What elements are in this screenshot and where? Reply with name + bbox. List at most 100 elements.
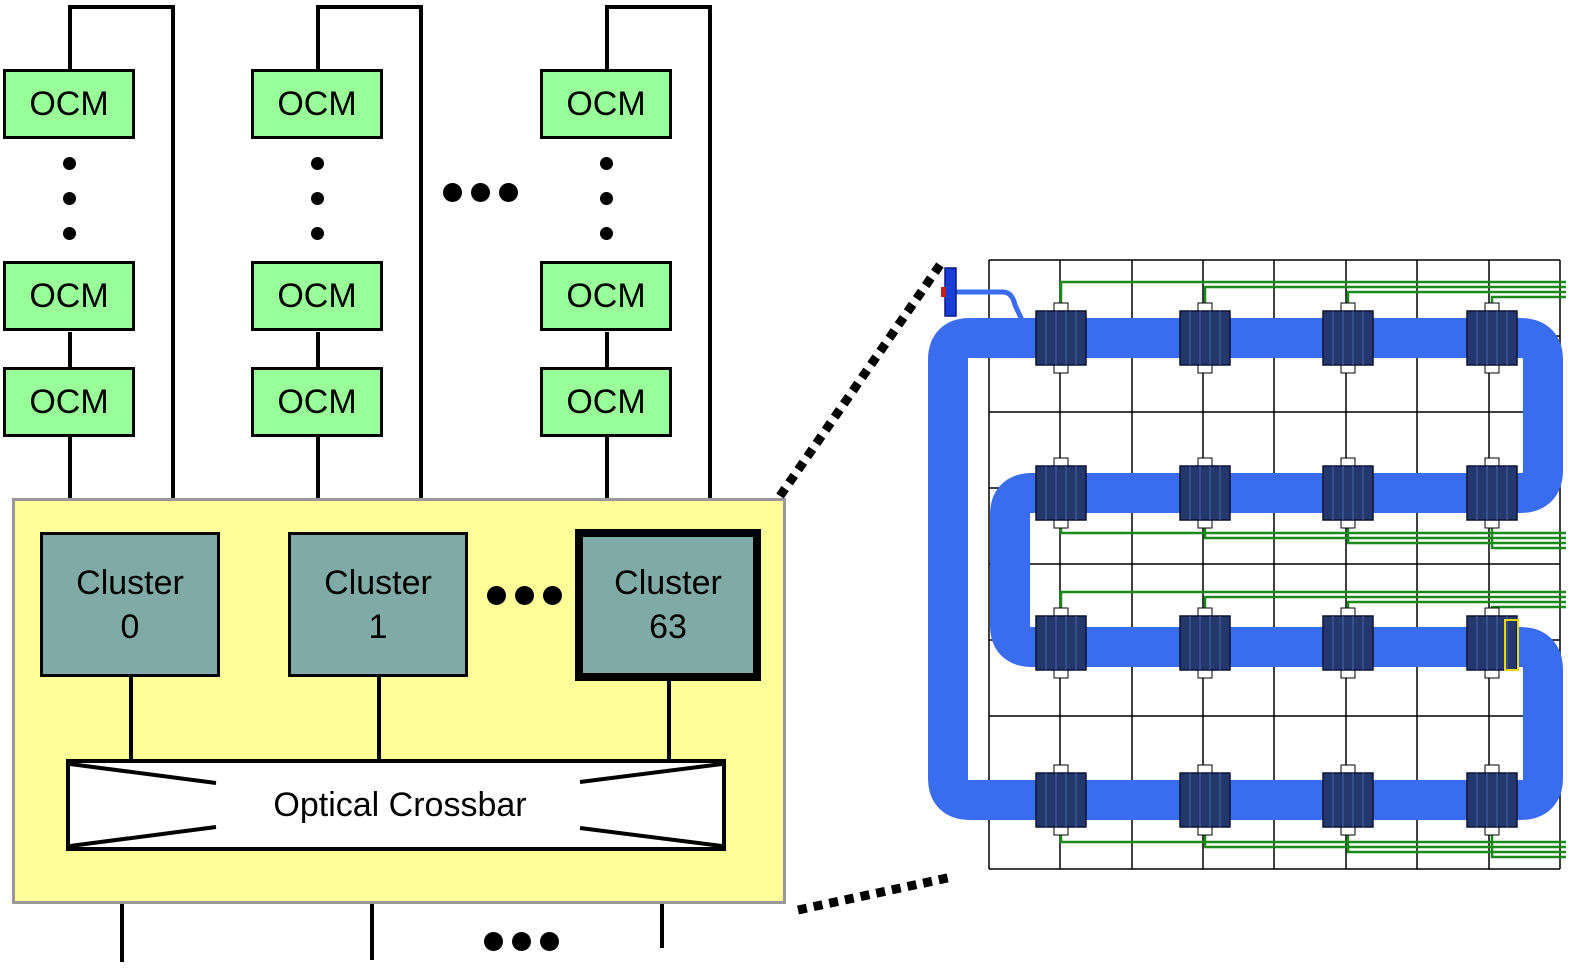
ring-pad — [1340, 302, 1356, 312]
waveguide-feed — [955, 289, 1025, 322]
control-trace — [1346, 600, 1566, 616]
cluster-block: Cluster 0 — [40, 532, 220, 677]
cluster-photonic-layout — [928, 259, 1566, 870]
ring-pad — [1484, 364, 1500, 374]
ring-pad — [1340, 519, 1356, 529]
ocm-wire — [605, 332, 609, 368]
control-trace — [1059, 280, 1566, 312]
ring-pad — [1340, 457, 1356, 467]
cluster-wire — [129, 675, 133, 762]
ocm-wire — [605, 5, 712, 9]
ellipsis-dot — [471, 183, 490, 202]
crossbar-taper — [69, 762, 217, 785]
ellipsis-dot — [540, 932, 559, 951]
ocm-module: OCM — [251, 367, 383, 437]
ellipsis-dot — [600, 192, 613, 205]
ring-pad — [1197, 669, 1213, 679]
ocm-wire — [316, 332, 320, 368]
ocm-wire — [316, 437, 320, 500]
ellipsis-dot — [600, 227, 613, 240]
ellipsis-dot — [443, 183, 462, 202]
ellipsis-dot — [484, 932, 503, 951]
ring-pad — [1053, 764, 1069, 774]
ring-resonator-bank — [1035, 310, 1087, 366]
ring-pad — [1053, 302, 1069, 312]
ring-resonator-bank — [1179, 310, 1231, 366]
ellipsis-dot — [600, 157, 613, 170]
ring-pad — [1197, 457, 1213, 467]
ocm-wire — [171, 5, 175, 500]
crossbar-label: Optical Crossbar — [273, 786, 527, 824]
ring-pad — [1197, 826, 1213, 836]
ring-resonator-bank — [1466, 772, 1518, 828]
ring-pad — [1340, 607, 1356, 617]
ring-resonator-bank — [1035, 465, 1087, 521]
highlight-marker — [1504, 619, 1519, 671]
ellipsis-dot — [543, 586, 562, 605]
ellipsis-dot — [499, 183, 518, 202]
ring-pad — [1340, 764, 1356, 774]
crossbar-taper — [579, 826, 723, 848]
ocm-wire — [419, 5, 423, 500]
cluster-wire — [377, 675, 381, 762]
ring-pad — [1197, 764, 1213, 774]
ocm-module: OCM — [3, 69, 135, 139]
io-wire — [120, 904, 124, 962]
ring-resonator-bank — [1466, 615, 1518, 671]
cluster-label: Cluster — [76, 563, 184, 602]
ring-resonator-bank — [1179, 615, 1231, 671]
ring-pad — [1197, 519, 1213, 529]
control-trace — [1490, 295, 1566, 312]
ring-pad — [1484, 302, 1500, 312]
grating-coupler — [944, 267, 957, 317]
ring-resonator-bank — [1035, 615, 1087, 671]
cluster-wire — [667, 675, 671, 762]
ellipsis-dot — [63, 227, 76, 240]
crossbar-taper — [579, 762, 723, 784]
ocm-wire — [68, 5, 175, 9]
ring-pad — [1340, 826, 1356, 836]
ocm-module: OCM — [251, 261, 383, 331]
ring-resonator-bank — [1322, 465, 1374, 521]
control-trace — [1490, 605, 1566, 616]
cluster-label: Cluster — [324, 563, 432, 602]
ring-pad — [1197, 607, 1213, 617]
ellipsis-dot — [512, 932, 531, 951]
ring-pad — [1053, 457, 1069, 467]
cluster-id: 1 — [368, 607, 388, 646]
cluster-label: Cluster — [614, 564, 722, 602]
ellipsis-dot — [63, 192, 76, 205]
control-trace — [1346, 290, 1566, 312]
ocm-wire — [316, 5, 423, 9]
io-wire — [660, 904, 664, 948]
ocm-module: OCM — [540, 367, 672, 437]
coupler-tab — [941, 287, 946, 297]
ring-resonator-bank — [1322, 772, 1374, 828]
cluster-id: 0 — [120, 607, 140, 646]
ring-pad — [1197, 302, 1213, 312]
ring-pad — [1484, 607, 1500, 617]
ocm-module: OCM — [3, 367, 135, 437]
control-trace — [1203, 826, 1566, 849]
ellipsis-dot — [311, 192, 324, 205]
ellipsis-dot — [487, 586, 506, 605]
ocm-wire — [605, 437, 609, 500]
ocm-module: OCM — [3, 261, 135, 331]
ring-pad — [1340, 364, 1356, 374]
ocm-wire — [68, 332, 72, 368]
ellipsis-dot — [63, 157, 76, 170]
ring-pad — [1053, 364, 1069, 374]
ring-pad — [1053, 519, 1069, 529]
cluster-block: Cluster 1 — [288, 532, 468, 677]
cluster-id: 63 — [649, 608, 687, 646]
ring-pad — [1484, 764, 1500, 774]
ocm-wire — [68, 5, 72, 69]
ocm-module: OCM — [251, 69, 383, 139]
ocm-module: OCM — [540, 69, 672, 139]
ocm-wire — [605, 5, 609, 69]
ring-resonator-bank — [1035, 772, 1087, 828]
optical-crossbar — [66, 759, 726, 851]
ellipsis-dot — [515, 586, 534, 605]
ring-pad — [1053, 607, 1069, 617]
